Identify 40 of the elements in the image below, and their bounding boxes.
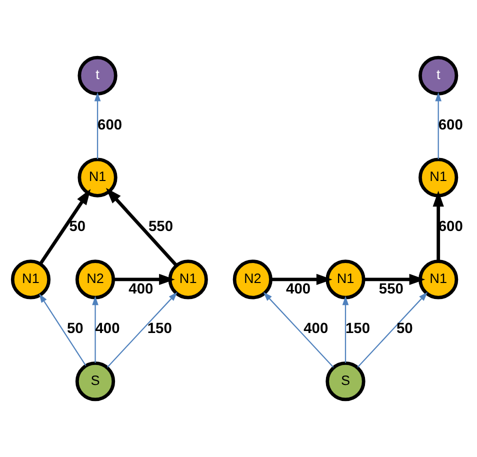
node-circle: N2 [75, 260, 116, 300]
node-circle: N1 [326, 260, 366, 300]
node-circle: S [326, 362, 366, 402]
edge-label: 600 [98, 117, 122, 134]
arrow [107, 292, 178, 368]
node-circle: t [418, 56, 458, 96]
arrow [271, 274, 332, 286]
arrow [432, 190, 444, 261]
edge-label: 150 [147, 321, 172, 338]
arrow [263, 292, 334, 368]
arrow [92, 296, 98, 363]
arrow [94, 92, 101, 160]
edge-label: 50 [396, 321, 413, 338]
edge-label: 400 [304, 321, 328, 338]
node-circle: N1 [168, 260, 208, 300]
edge-label: 400 [128, 281, 154, 298]
edge-label: 600 [438, 117, 463, 134]
edge-label: 550 [378, 281, 404, 298]
edge-label: 50 [66, 321, 84, 338]
arrow [364, 274, 426, 286]
node-circle: N2 [232, 260, 272, 300]
edge-label: 550 [148, 219, 174, 236]
arrow [342, 296, 349, 363]
edge-label: 600 [438, 219, 463, 236]
node-circle: t [78, 56, 118, 96]
arrow [106, 188, 178, 266]
arrow [38, 188, 91, 265]
node-circle: S [75, 362, 116, 402]
arrow [39, 294, 86, 366]
edge-label: 400 [286, 281, 311, 298]
arrow [435, 92, 442, 160]
node-circle: N1 [78, 158, 118, 198]
arrow [114, 274, 175, 286]
node-circle: N1 [10, 260, 51, 300]
edge-label: 400 [95, 321, 120, 338]
edge-label: 150 [346, 321, 370, 338]
node-circle: N1 [418, 260, 458, 300]
node-circle: N1 [418, 158, 458, 198]
arrow [357, 292, 428, 368]
edge-label: 50 [69, 219, 86, 236]
